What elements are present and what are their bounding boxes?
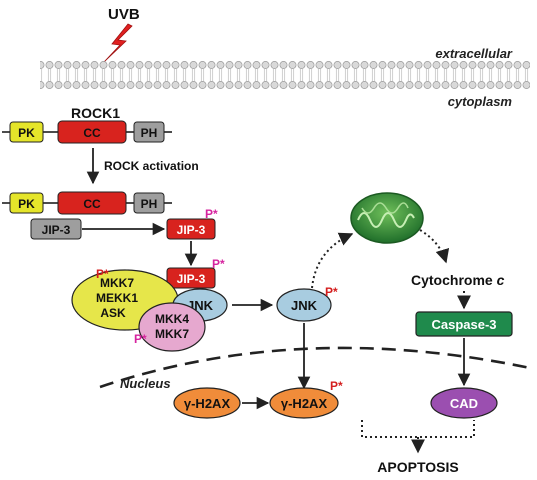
uvb-lightning-icon bbox=[103, 23, 133, 63]
rock1-active-ph-label: PH bbox=[141, 197, 158, 211]
rock1-cc-domain bbox=[57, 120, 127, 144]
extracellular-label: extracellular bbox=[435, 46, 513, 61]
jnk-free-ellipse bbox=[276, 288, 332, 322]
cytochrome-suffix: c bbox=[497, 272, 505, 288]
mkk4-phospho-mark: P* bbox=[134, 332, 147, 346]
mekk1-label: MEKK1 bbox=[96, 291, 138, 305]
rock1-title: ROCK1 bbox=[71, 105, 120, 121]
rock1-ph-domain bbox=[133, 121, 165, 143]
h2ax-unphosphorylated-label: γ-H2AX bbox=[184, 396, 231, 411]
apoptosis-convergence-bracket bbox=[361, 420, 475, 438]
rock1-pk-domain bbox=[9, 121, 44, 143]
jnk-phospho-mark: P* bbox=[325, 285, 338, 299]
rock1-active-ph-domain bbox=[133, 192, 165, 214]
jip3-scaffold-box bbox=[166, 267, 216, 289]
rock1-active-pk-label: PK bbox=[18, 197, 35, 211]
mkk7-lower-label: MKK7 bbox=[155, 327, 189, 341]
jip3-phospho-mark: P* bbox=[205, 207, 218, 221]
mkk4-label: MKK4 bbox=[155, 312, 189, 326]
nuclear-envelope bbox=[99, 346, 531, 389]
jip3-active-label: JIP-3 bbox=[177, 223, 206, 237]
cad-ellipse bbox=[430, 387, 498, 419]
cytochrome-name: Cytochrome bbox=[411, 272, 493, 288]
cad-label: CAD bbox=[450, 396, 478, 411]
ask-label: ASK bbox=[100, 306, 126, 320]
jip3-active-box bbox=[166, 218, 216, 240]
jnk-free-label: JNK bbox=[291, 298, 318, 313]
plasma-membrane bbox=[40, 61, 530, 91]
caspase3-box bbox=[415, 311, 513, 337]
h2ax-phosphorylated-label: γ-H2AX bbox=[281, 396, 328, 411]
rock1-active-pk-domain bbox=[9, 192, 44, 214]
mitochondrion-icon bbox=[350, 192, 424, 244]
jip3-inactive-box bbox=[30, 218, 82, 240]
cytoplasm-label: cytoplasm bbox=[448, 94, 513, 109]
apoptosis-label: APOPTOSIS bbox=[377, 459, 458, 475]
jnk-to-mitochondria-arrow bbox=[311, 232, 354, 289]
rock-activation-label: ROCK activation bbox=[104, 159, 199, 173]
rock1-pk-label: PK bbox=[18, 126, 35, 140]
rock1-ph-label: PH bbox=[141, 126, 158, 140]
rock1-active-cc-label: CC bbox=[83, 197, 101, 211]
mkk7-label: MKK7 bbox=[100, 276, 134, 290]
mitochondria-to-cytochrome-arrow bbox=[419, 229, 450, 264]
rock1-active-cc-domain bbox=[57, 191, 127, 215]
h2ax-unphosphorylated bbox=[173, 387, 241, 419]
jip3-scaffold-phospho-mark: P* bbox=[212, 257, 225, 271]
rock1-cc-label: CC bbox=[83, 126, 101, 140]
caspase3-label: Caspase-3 bbox=[431, 317, 496, 332]
h2ax-phosphorylated bbox=[269, 387, 339, 419]
jip3-inactive-label: JIP-3 bbox=[42, 223, 71, 237]
mkk7-phospho-mark: P* bbox=[96, 267, 109, 281]
h2ax-phospho-mark: P* bbox=[330, 379, 343, 393]
mkk4-mkk7-complex bbox=[138, 302, 206, 352]
nucleus-label: Nucleus bbox=[120, 376, 171, 391]
cytochrome-label: Cytochrome c bbox=[411, 272, 505, 288]
uvb-label: UVB bbox=[108, 6, 140, 23]
jip3-scaffold-label: JIP-3 bbox=[177, 272, 206, 286]
